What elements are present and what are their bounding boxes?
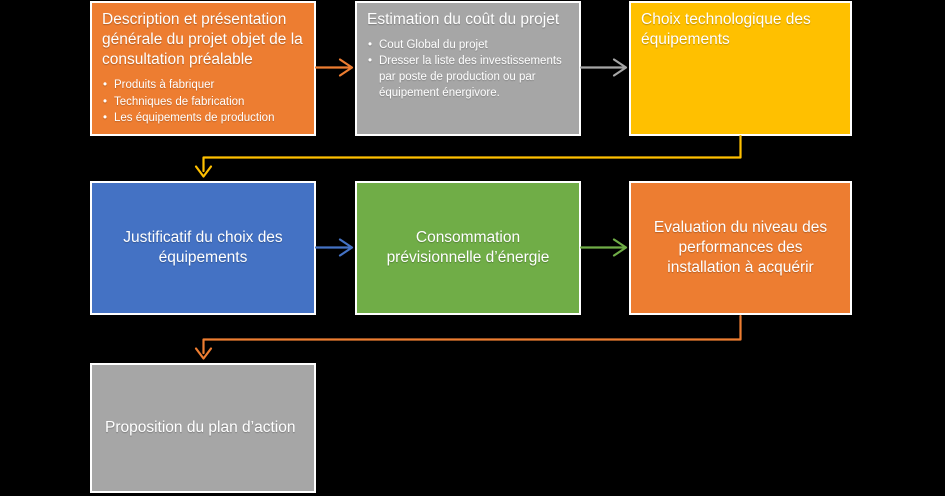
bullet-item: Cout Global du projet [367,37,569,53]
box-cost-estimation: Estimation du coût du projet Cout Global… [355,1,581,136]
box-description-title: Description et présentation générale du … [102,11,303,69]
bullet-item: Produits à fabriquer [102,77,304,93]
bullet-item: Dresser la liste des investissements par… [367,53,569,101]
box-action-plan-title: Proposition du plan d’action [105,418,296,436]
box-cost-estimation-title: Estimation du coût du projet [367,11,560,28]
arrow-justification-to-consumption-icon [314,238,354,257]
elbow-arrow-evaluation-to-plan-icon [194,314,742,360]
box-performance-evaluation-title: Evaluation du niveau des performances de… [653,218,828,277]
box-energy-consumption-title: Consommation prévisionnelle d’énergie [386,228,550,266]
arrow-consumption-to-evaluation-icon [579,238,628,257]
elbow-arrow-technology-to-justification-icon [194,134,742,178]
box-equipment-justification-title: Justificatif du choix des équipements [123,228,283,266]
arrow-description-to-estimation-icon [314,58,354,77]
box-equipment-justification: Justificatif du choix des équipements [90,181,316,315]
box-action-plan: Proposition du plan d’action [90,363,316,493]
box-description-bullets: Produits à fabriquer Techniques de fabri… [102,77,304,125]
bullet-item: Techniques de fabrication [102,94,304,110]
box-cost-estimation-bullets: Cout Global du projet Dresser la liste d… [367,37,569,101]
bullet-item: Les équipements de production [102,110,304,126]
box-technology-choice: Choix technologique des équipements [629,1,852,136]
box-performance-evaluation: Evaluation du niveau des performances de… [629,181,852,315]
box-energy-consumption: Consommation prévisionnelle d’énergie [355,181,581,315]
box-description: Description et présentation générale du … [90,1,316,136]
box-technology-choice-title: Choix technologique des équipements [641,11,811,49]
arrow-estimation-to-technology-icon [579,58,628,77]
